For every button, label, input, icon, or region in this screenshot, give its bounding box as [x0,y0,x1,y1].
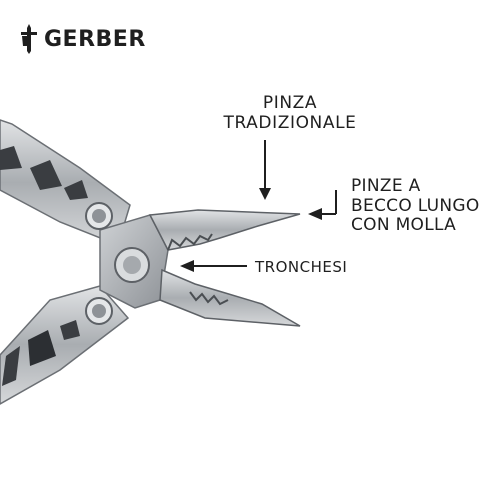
brand-name: GERBER [44,26,146,52]
pivot-screw-lower [85,297,113,325]
lower-jaw [159,268,301,327]
label-line: PINZE A [351,176,421,196]
label-line: TRADIZIONALE [223,112,357,133]
upper-jaw-teeth [167,233,213,251]
label-pinze-becco-lungo: PINZE A BECCO LUNGO CON MOLLA [351,176,499,236]
gerber-sword-logo-icon [21,24,37,54]
pivot-screw-center [114,247,150,283]
pivot-screw-upper [85,202,113,230]
label-line: PINZA [262,93,318,113]
upper-jaw [148,209,301,251]
arrow-tronchesi [180,260,247,272]
label-line: BECCO LUNGO [351,195,480,216]
label-pinza-tradizionale: PINZA TRADIZIONALE [210,93,370,133]
brand-logo: GERBER [18,24,146,54]
label-line: CON MOLLA [351,215,457,236]
arrow-pinza-tradizionale [259,140,271,200]
lower-jaw-teeth [189,291,229,306]
label-tronchesi: TRONCHESI [255,258,348,276]
arrow-pinze-becco-lungo [308,190,337,220]
